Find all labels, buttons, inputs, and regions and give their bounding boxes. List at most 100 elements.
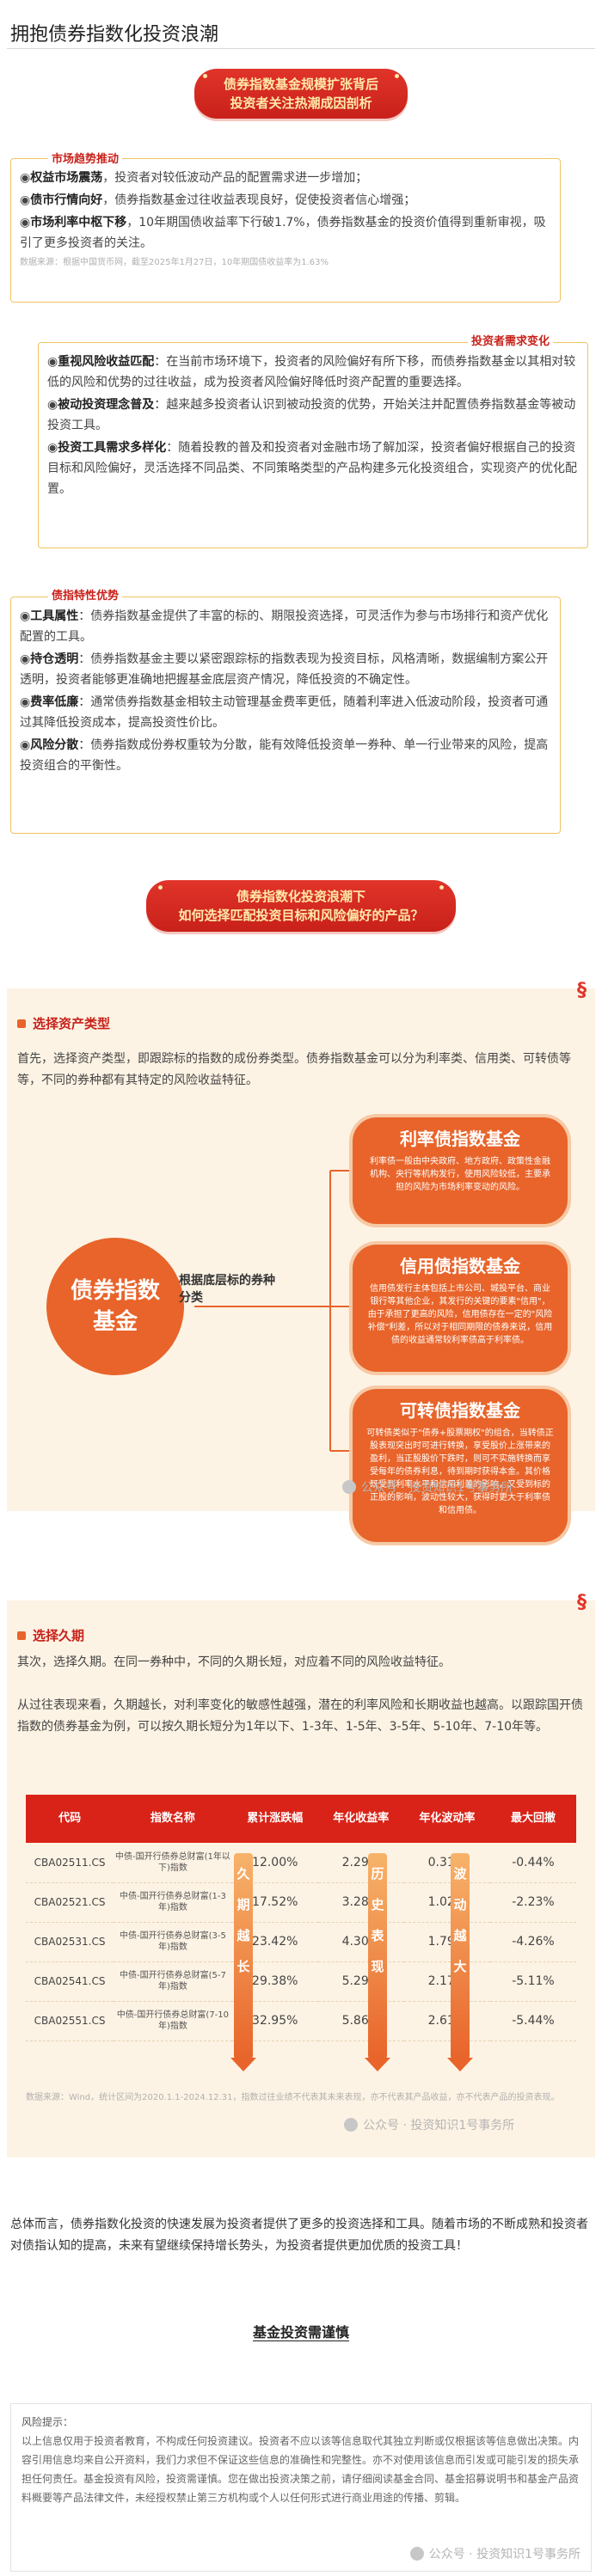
table-cell: CBA02551.CS [26,2001,114,2041]
branch-label: 根据底层标的券种分类 [179,1274,275,1305]
bullet-head: 债市行情向好 [30,193,103,207]
page-title: 拥抱债券指数化投资浪潮 [10,24,219,46]
bullet-text: ，10年期国债收益率下行破1.7%，债券指数基金的投资价值得到重新审视，吸引了更… [20,216,546,250]
col-annual-vol: 年化波动率 [403,1795,490,1843]
table-cell: 2.29% [317,1843,404,1883]
risk-title: 风险提示： [22,2416,74,2428]
col-max-drawdown: 最大回撤 [489,1795,576,1843]
flag-icon [17,1631,26,1640]
bullet-icon: ◉ [47,441,58,455]
demand-box: ◉重视风险收益匹配：在当前市场环境下，投资者的风险偏好有所下移，而债券指数基金以… [38,342,588,548]
table-cell: 中债-国开行债券总财富(1年以下)指数 [114,1843,232,1883]
col-annual-return: 年化收益率 [317,1795,404,1843]
bullet-head: 权益市场震荡 [30,171,103,185]
bullet-icon: ◉ [20,171,31,185]
trend-item: ◉市场利率中枢下移，10年期国债收益率下行破1.7%，债券指数基金的投资价值得到… [20,212,551,254]
step1-intro: 首先，选择资产类型，即跟踪标的指数的成份券类型。债券指数基金可以分为利率类、信用… [17,1052,571,1087]
bullet-text: ，投资者对较低波动产品的配置需求进一步增加； [102,171,368,185]
table-cell: -2.23% [489,1882,576,1923]
risk-box: 风险提示： 以上信息仅用于投资者教育，不构成任何投资建议。投资者不应以该等信息取… [10,2403,592,2572]
bullet-text: ：债券指数基金主要以紧密跟踪标的指数表现为投资目标，风格清晰，数据编制方案公开透… [20,652,549,687]
trend-item: ◉债市行情向好，债券指数基金过往收益表现良好，促使投资者信心增强； [20,190,551,211]
table-cell: 1.02% [403,1882,490,1923]
bullet-head: 被动投资理念普及 [58,398,155,412]
bullet-head: 重视风险收益匹配 [58,355,155,369]
trend-source-note: 数据来源：根据中国货币网，截至2025年1月27日，10年期国债收益率为1.63… [20,258,329,267]
traits-item: ◉费率低廉：通常债券指数基金相较主动管理基金费率更低，随着利率进入低波动阶段，投… [20,692,551,733]
demand-item: ◉重视风险收益匹配：在当前市场环境下，投资者的风险偏好有所下移，而债券指数基金以… [47,352,579,393]
table-cell: 5.86% [317,2001,404,2041]
step1-watermark: 公众号 · 投资知识1号事务所 [342,1478,513,1496]
table-cell: CBA02541.CS [26,1961,114,2002]
bullet-icon: ◉ [47,355,58,369]
bullet-icon: ◉ [20,193,31,207]
type-card-rate: 利率债指数基金 利率债一般由中央政府、地方政府、政策性金融机构、央行等机构发行，… [353,1117,568,1224]
table-cell: 中债-国开行债券总财富(7-10年)指数 [114,2001,232,2041]
traits-item: ◉持仓透明：债券指数基金主要以紧密跟踪标的指数表现为投资目标，风格清晰，数据编制… [20,649,551,690]
bullet-text: ：随着投教的普及和投资者对金融市场了解加深，投资者偏好根据自己的投资目标和风险偏… [47,441,577,496]
table-header: 代码 指数名称 累计涨跌幅 年化收益率 年化波动率 最大回撤 [26,1795,576,1843]
table-cell: 2.61% [403,2001,490,2041]
bond-index-fund-center: 债券指数基金 [46,1238,184,1375]
duration-arrow-history: 历史表现 [365,1853,390,2071]
bullet-icon: ◉ [47,398,58,412]
bullet-head: 投资工具需求多样化 [58,441,167,455]
table-cell: -5.44% [489,2001,576,2041]
bullet-head: 风险分散 [30,738,79,752]
type-branch-lines [194,1170,349,1452]
banner-line-2: 投资者关注热潮成因剖析 [230,95,372,111]
step2-intro: 其次，选择久期。在同一券种中，不同的久期长短，对应着不同的风险收益特征。 [17,1655,451,1669]
bullet-icon: ◉ [20,652,31,666]
step2-watermark: 公众号 · 投资知识1号事务所 [344,2116,514,2133]
swirl-icon: § [577,1592,587,1613]
table-cell: 5.29% [317,1961,404,2002]
banner2-line-1: 债券指数化投资浪潮下 [236,889,366,904]
step1-heading: 选择资产类型 [17,1014,110,1032]
bullet-text: ：越来越多投资者认识到被动投资的优势，开始关注并配置债券指数基金等被动投资工具。 [47,398,576,432]
type-card-credit: 信用债指数基金 信用债发行主体包括上市公司、城投平台、商业银行等其他企业，其发行… [353,1245,568,1372]
risk-watermark: 公众号 · 投资知识1号事务所 [409,2545,580,2564]
traits-box: ◉工具属性：债券指数基金提供了丰富的标的、期限投资选择，可灵活作为参与市场排行和… [10,597,561,834]
trend-box: ◉权益市场震荡，投资者对较低波动产品的配置需求进一步增加；◉债市行情向好，债券指… [10,158,561,303]
table-cell: CBA02511.CS [26,1843,114,1883]
section-tag-trend: 市场趋势推动 [48,150,123,166]
table-cell: 1.79% [403,1922,490,1962]
title-divider [7,48,595,49]
conclusion-text: 总体而言，债券指数化投资的快速发展为投资者提供了更多的投资选择和工具。随着市场的… [10,2218,588,2253]
demand-item: ◉投资工具需求多样化：随着投教的普及和投资者对金融市场了解加深，投资者偏好根据自… [47,437,579,499]
banner-scale-expansion: 债券指数基金规模扩张背后 投资者关注热潮成因剖析 [184,69,418,119]
col-cumulative: 累计涨跌幅 [231,1795,318,1843]
banner-how-to-choose: 债券指数化投资浪潮下 如何选择匹配投资目标和风险偏好的产品？ [136,880,466,932]
demand-item: ◉被动投资理念普及：越来越多投资者认识到被动投资的优势，开始关注并配置债券指数基… [47,395,579,436]
bullet-icon: ◉ [20,738,31,752]
bullet-text: ：在当前市场环境下，投资者的风险偏好有所下移，而债券指数基金以其相对较低的风险和… [47,355,576,389]
bullet-text: ：通常债券指数基金相较主动管理基金费率更低，随着利率进入低波动阶段，投资者可通过… [20,695,549,730]
section-tag-demand: 投资者需求变化 [468,332,554,348]
type-card-convertible: 可转债指数基金 可转债类似于"债券+股票期权"的组合，当转债正股表现突出时可进行… [353,1389,568,1542]
step2-paragraph: 从过往表现来看，久期越长，对利率变化的敏感性越强，潜在的利率风险和长期收益也越高… [17,1698,583,1734]
bullet-text: ：债券指数基金提供了丰富的标的、期限投资选择，可灵活作为参与市场排行和资产优化配… [20,609,549,644]
table-cell: 4.30% [317,1922,404,1962]
bullet-head: 持仓透明 [30,652,79,666]
banner-line-1: 债券指数基金规模扩张背后 [223,76,378,92]
table-cell: -5.11% [489,1961,576,2002]
table-cell: -0.44% [489,1843,576,1883]
swirl-icon: § [577,980,587,1001]
step2-source-note: 数据来源：Wind，统计区间为2020.1.1-2024.12.31，指数过往业… [26,2093,560,2102]
bullet-icon: ◉ [20,695,31,709]
step2-panel: § 选择久期 其次，选择久期。在同一券种中，不同的久期长短，对应着不同的风险收益… [7,1592,595,2157]
table-cell: 2.17% [403,1961,490,2002]
traits-item: ◉工具属性：债券指数基金提供了丰富的标的、期限投资选择，可灵活作为参与市场排行和… [20,606,551,647]
col-code: 代码 [26,1795,114,1843]
risk-text: 以上信息仅用于投资者教育，不构成任何投资建议。投资者不应以该等信息取代其独立判断… [22,2435,580,2504]
traits-item: ◉风险分散：债券指数成份券权重较为分散，能有效降低投资单一券种、单一行业带来的风… [20,735,551,776]
table-cell: CBA02531.CS [26,1922,114,1962]
duration-arrow-volatility: 波动越大 [447,1853,473,2071]
table-cell: CBA02521.CS [26,1882,114,1923]
col-index-name: 指数名称 [114,1795,232,1843]
bullet-head: 费率低廉 [30,695,79,709]
